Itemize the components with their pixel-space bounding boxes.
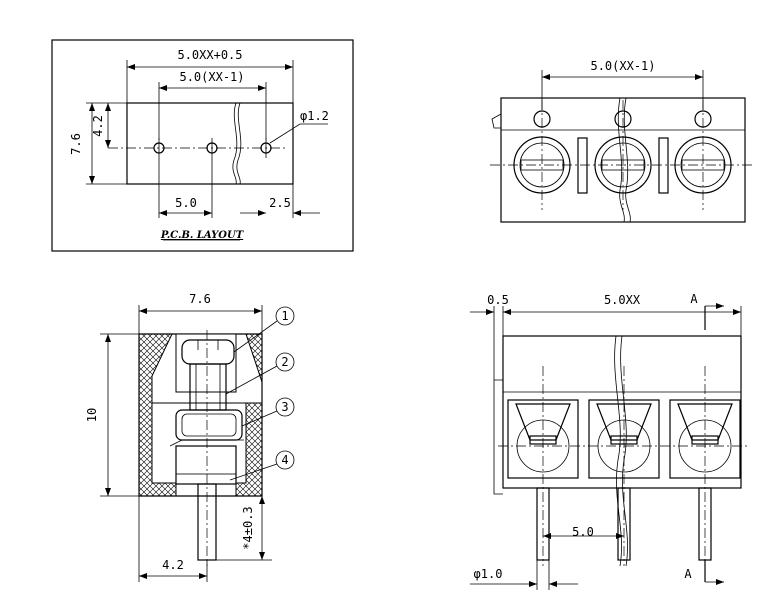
pcb-outline bbox=[126, 102, 294, 185]
front-view-flange-label: 0.5 bbox=[487, 293, 509, 307]
top-view: 5.0(XX-1) bbox=[490, 59, 752, 223]
pcb-break-line bbox=[232, 102, 238, 185]
section-label-bottom: A bbox=[684, 567, 692, 581]
front-view-pin-label: φ1.0 bbox=[474, 567, 503, 581]
side-view-pin-label: *4±0.3 bbox=[241, 506, 255, 549]
pcb-row-dim-label: 4.2 bbox=[91, 115, 105, 137]
pcb-total-dim-label: 5.0XX+0.5 bbox=[177, 48, 242, 62]
side-view-callouts: 1 2 3 4 bbox=[225, 306, 295, 481]
top-view-pitch-total-label: 5.0(XX-1) bbox=[590, 59, 655, 73]
front-view-total-label: 5.0XX bbox=[604, 293, 641, 307]
pcb-pitch-total-label: 5.0(XX-1) bbox=[179, 70, 244, 84]
pcb-holes bbox=[108, 138, 285, 158]
pcb-frame bbox=[51, 39, 354, 252]
callout-1: 1 bbox=[281, 309, 288, 323]
side-view-width-label: 7.6 bbox=[189, 292, 211, 306]
side-view-height-label: 10 bbox=[85, 408, 99, 422]
side-view-offset-label: 4.2 bbox=[162, 558, 184, 572]
pcb-title: P.C.B. LAYOUT bbox=[160, 230, 245, 241]
pcb-pitch-label: 5.0 bbox=[175, 196, 197, 210]
side-view: 1 2 3 4 7.6 10 *4±0.3 4.2 bbox=[85, 292, 295, 582]
pcb-height-dim-label: 7.6 bbox=[69, 133, 83, 155]
top-view-body bbox=[500, 97, 746, 223]
pcb-hole-dim-label: φ1.2 bbox=[300, 109, 329, 123]
callout-3: 3 bbox=[281, 400, 288, 414]
callout-2: 2 bbox=[281, 355, 288, 369]
front-view-pitch-label: 5.0 bbox=[572, 525, 594, 539]
pcb-layout-view: 5.0XX+0.5 5.0(XX-1) φ1.2 7.6 4.2 5.0 2.5… bbox=[51, 39, 354, 252]
section-label-top: A bbox=[690, 292, 698, 306]
callout-4: 4 bbox=[281, 453, 288, 467]
pcb-edge-label: 2.5 bbox=[269, 196, 291, 210]
front-view: 0.5 5.0XX A A 5.0 φ1.0 bbox=[470, 292, 748, 590]
